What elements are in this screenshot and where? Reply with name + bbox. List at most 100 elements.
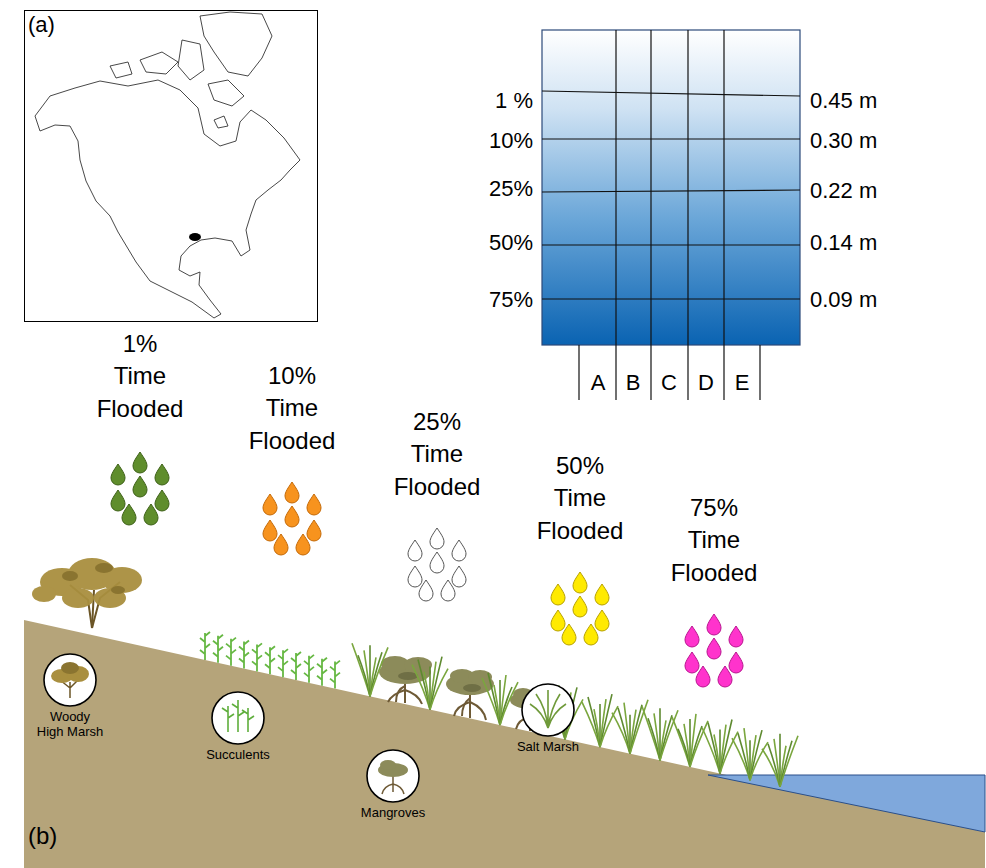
grid-row-line	[542, 190, 800, 192]
grid-row-line	[542, 138, 800, 139]
water-droplet	[285, 482, 299, 503]
column-letter: C	[661, 370, 677, 396]
arctic-island	[140, 52, 178, 74]
site-dot	[189, 233, 201, 241]
grid-col-line	[650, 30, 651, 400]
column-letter: E	[735, 370, 750, 396]
water-droplet	[707, 638, 721, 659]
water-droplet	[263, 494, 277, 515]
marsh-grass	[494, 685, 500, 725]
frequency-label: 50%	[489, 230, 533, 256]
grid-row-line	[542, 91, 800, 96]
grid-col-line	[759, 345, 760, 400]
succulent-plant	[200, 632, 210, 660]
marsh-grass	[750, 742, 768, 780]
marsh-grass	[364, 650, 370, 696]
flood-frequency-label: 75% Time Flooded	[671, 492, 758, 589]
circle-outline	[366, 749, 420, 803]
mangrove-icon	[378, 760, 408, 794]
water-droplet	[430, 528, 444, 549]
water-droplet	[562, 624, 576, 645]
succulent-plant	[239, 641, 249, 669]
marsh-grass	[684, 724, 690, 767]
elevation-label: 0.45 m	[810, 88, 877, 114]
water-droplet	[133, 476, 147, 497]
succulent-plant	[252, 643, 262, 671]
water-droplet	[144, 504, 158, 525]
water-droplet	[155, 490, 169, 511]
succulent-icon	[222, 700, 254, 732]
water-droplet	[729, 626, 743, 647]
water-droplet	[718, 666, 732, 687]
flood-frequency-label: 10% Time Flooded	[249, 360, 336, 457]
water-droplet	[707, 614, 721, 635]
map-panel: (a)	[24, 10, 318, 322]
water	[708, 775, 985, 832]
water-droplet	[584, 624, 598, 645]
water-droplet	[307, 520, 321, 541]
icon-grounds	[44, 654, 574, 802]
marsh-grass	[660, 710, 678, 760]
zone-icon-circle: Salt Marsh	[521, 683, 575, 737]
water-droplet	[263, 520, 277, 541]
grid-row-line	[542, 298, 800, 299]
succulent-plant	[304, 655, 314, 683]
marsh-grass	[594, 709, 600, 747]
water-droplet	[595, 584, 609, 605]
marsh-grass	[630, 700, 648, 754]
water-droplet	[133, 452, 147, 473]
marsh-grass	[352, 643, 370, 696]
vegetation-strokes	[200, 632, 798, 787]
marsh-grass	[708, 723, 720, 774]
water-droplet	[307, 494, 321, 515]
water-droplet	[408, 566, 422, 587]
water-droplet	[452, 566, 466, 587]
marsh-grass	[418, 660, 430, 710]
elevation-grid	[542, 30, 800, 400]
flood-frequency-label: 25% Time Flooded	[394, 406, 481, 503]
marsh-grass	[624, 703, 630, 754]
flood-frequency-label: 1% Time Flooded	[97, 328, 184, 425]
water-droplet	[430, 552, 444, 573]
elevation-label: 0.30 m	[810, 128, 877, 154]
water-droplet	[452, 540, 466, 561]
marsh-grass	[720, 732, 738, 774]
water-droplet	[551, 584, 565, 605]
marsh-grass	[744, 728, 750, 780]
zone-icon-circle: Succulents	[211, 691, 265, 745]
marsh-grass	[774, 739, 780, 787]
arctic-island	[178, 40, 204, 80]
succulent-plant	[265, 646, 275, 674]
grid-col-line	[578, 345, 579, 400]
circle-outline	[43, 653, 97, 707]
flood-frequency-label: 50% Time Flooded	[537, 450, 624, 547]
marsh-grass	[690, 721, 708, 767]
succulent-plant	[278, 649, 288, 677]
water-droplet	[729, 652, 743, 673]
marsh-grass	[430, 669, 448, 710]
marsh-grass	[672, 717, 690, 767]
marsh-grass	[654, 713, 660, 760]
frequency-label: 1 %	[495, 88, 533, 114]
grid-col-line	[723, 30, 724, 400]
woody-shrub	[32, 558, 142, 628]
marsh-grass	[370, 647, 388, 696]
succulent-plant	[213, 635, 223, 663]
succulent-plant	[317, 658, 327, 686]
column-letter: D	[698, 370, 714, 396]
water-droplet	[296, 534, 310, 555]
arctic-island	[208, 80, 244, 106]
water-droplet	[573, 572, 587, 593]
water-droplet	[685, 626, 699, 647]
water-droplet	[595, 610, 609, 631]
grid-col-line	[615, 30, 616, 400]
marsh-grass	[600, 706, 618, 747]
succulent-plant	[291, 652, 301, 680]
zone-label: Salt Marsh	[517, 740, 579, 755]
column-letter: A	[591, 370, 606, 396]
salt-marsh-icon	[530, 690, 566, 728]
panel-letter: (b)	[28, 822, 57, 851]
grid-gradient	[542, 30, 800, 345]
zone-label: Mangroves	[361, 806, 425, 821]
